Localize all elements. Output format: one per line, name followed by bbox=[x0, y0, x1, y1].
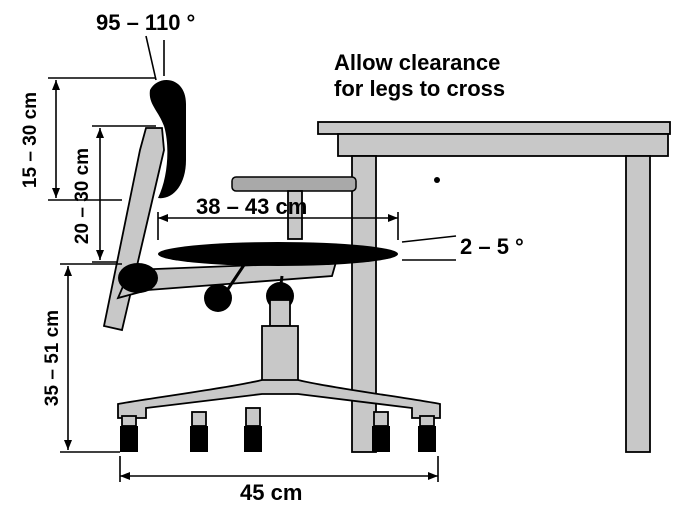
back-joint-knob bbox=[118, 263, 158, 293]
tilt-lever bbox=[224, 261, 248, 293]
backrest-angle-label: 95 – 110 ° bbox=[96, 10, 195, 35]
base-width-arrow-head-left bbox=[120, 472, 130, 480]
backrest-height-label: 15 – 30 cm bbox=[20, 92, 41, 188]
seat-tilt-label: 2 – 5 ° bbox=[460, 234, 524, 259]
seat-height-arrow-head-bottom bbox=[64, 440, 72, 450]
caster-1 bbox=[120, 426, 138, 452]
desk-leg-front bbox=[351, 155, 377, 453]
clearance-pointer-dot bbox=[434, 177, 440, 183]
backrest-height-arrow-head-bottom bbox=[52, 188, 60, 198]
caster-stem-2 bbox=[191, 411, 207, 427]
lumbar-height-label: 20 – 30 cm bbox=[72, 148, 93, 244]
dimension-lines bbox=[48, 35, 457, 482]
caster-3 bbox=[244, 426, 262, 452]
armrest-pad bbox=[231, 176, 357, 192]
seat-tilt-line-upper bbox=[401, 235, 457, 243]
caster-2 bbox=[190, 426, 208, 452]
desk-top bbox=[317, 121, 671, 135]
seat-depth-arrow-head-right bbox=[388, 214, 398, 222]
armrest-post bbox=[287, 190, 303, 240]
caster-4 bbox=[372, 426, 390, 452]
backrest-angle-pointer bbox=[145, 35, 157, 81]
seat-depth-label: 38 – 43 cm bbox=[196, 194, 307, 219]
clearance-label-line2: for legs to cross bbox=[334, 76, 505, 101]
seat-height-label: 35 – 51 cm bbox=[42, 310, 63, 406]
seat-depth-arrow-head-left bbox=[158, 214, 168, 222]
lumbar-height-arrow-head-bottom bbox=[96, 250, 104, 260]
caster-stem-5 bbox=[419, 415, 435, 427]
clearance-label-line1: Allow clearance bbox=[334, 50, 500, 75]
desk-apron bbox=[337, 133, 669, 157]
gas-column-lower bbox=[261, 325, 299, 383]
base-width-arrow-head-right bbox=[428, 472, 438, 480]
seat-height-arrow-head-top bbox=[64, 266, 72, 276]
labels: 95 – 110 ° 15 – 30 cm 20 – 30 cm 35 – 51… bbox=[20, 10, 524, 505]
gas-column-upper bbox=[269, 299, 291, 327]
desk bbox=[317, 121, 671, 453]
caster-stem-3 bbox=[245, 407, 261, 427]
caster-stem-1 bbox=[121, 415, 137, 427]
caster-5 bbox=[418, 426, 436, 452]
caster-stem-4 bbox=[373, 411, 389, 427]
seat-cushion bbox=[158, 242, 398, 266]
chair bbox=[102, 79, 441, 452]
backrest-frame bbox=[102, 127, 165, 332]
star-base bbox=[117, 379, 441, 419]
backrest-cushion bbox=[149, 79, 186, 199]
base-width-label: 45 cm bbox=[240, 480, 302, 505]
tilt-lever-knob bbox=[204, 284, 232, 312]
lumbar-height-arrow-head-top bbox=[96, 128, 104, 138]
backrest-height-arrow-head-top bbox=[52, 80, 60, 90]
desk-leg-back bbox=[625, 155, 651, 453]
